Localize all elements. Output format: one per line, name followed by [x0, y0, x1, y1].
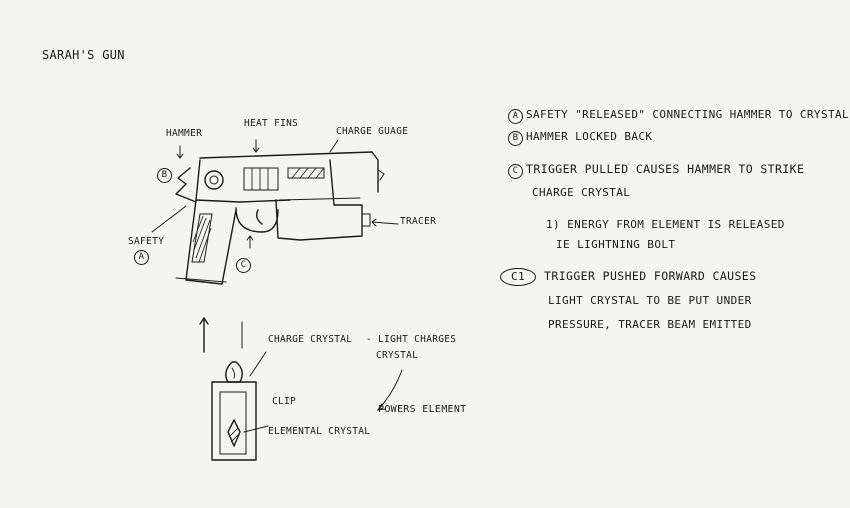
- label-powers-element: POWERS ELEMENT: [378, 404, 467, 415]
- label-tracer: TRACER: [400, 216, 437, 227]
- heat-fins-part: [243, 167, 279, 191]
- gun-drawing: [175, 151, 385, 285]
- note-c1-cont-1: LIGHT CRYSTAL TO BE PUT UNDER: [548, 294, 752, 307]
- note-marker-b: B: [508, 131, 523, 146]
- note-c-cont: CHARGE CRYSTAL: [532, 186, 631, 199]
- trigger-guard: [235, 207, 279, 233]
- label-safety: SAFETY: [128, 236, 165, 247]
- note-text: HAMMER LOCKED BACK: [526, 130, 653, 143]
- grip-panel: [191, 213, 213, 263]
- label-clip: CLIP: [272, 396, 297, 407]
- hammer-part: [175, 167, 197, 203]
- label-hammer: HAMMER: [166, 128, 203, 139]
- note-marker-c1: C1: [500, 268, 537, 286]
- gun-slide: [199, 151, 379, 193]
- label-light-charges-2: CRYSTAL: [376, 350, 419, 361]
- trigger: [255, 209, 263, 225]
- gun-grip: [185, 199, 237, 285]
- label-charge-crystal: CHARGE CRYSTAL: [268, 334, 353, 345]
- note-c1-cont-2: PRESSURE, TRACER BEAM EMITTED: [548, 318, 752, 331]
- note-marker-a: A: [508, 109, 523, 124]
- note-c-sub-1: 1) ENERGY FROM ELEMENT IS RELEASED: [546, 218, 785, 231]
- badge-b: B: [157, 168, 172, 183]
- badge-c: C: [236, 258, 251, 273]
- insert-arrow: [199, 317, 209, 353]
- label-charge-gauge: CHARGE GUAGE: [336, 126, 409, 137]
- note-text: TRIGGER PULLED CAUSES HAMMER TO STRIKE: [526, 162, 805, 176]
- note-text: SAFETY "RELEASED" CONNECTING HAMMER TO C…: [526, 108, 850, 121]
- note-text: TRIGGER PUSHED FORWARD CAUSES: [544, 269, 757, 283]
- charge-crystal-part: [225, 361, 243, 383]
- charge-gauge-part: [287, 167, 325, 179]
- note-c1: C1 TRIGGER PUSHED FORWARD CAUSES: [500, 268, 756, 286]
- page-title: SARAH'S GUN: [42, 48, 125, 62]
- badge-a: A: [134, 250, 149, 265]
- label-heat-fins: HEAT FINS: [244, 118, 299, 129]
- gun-frame: [195, 159, 291, 203]
- label-light-charges-1: - LIGHT CHARGES: [366, 334, 457, 345]
- elemental-crystal-part: [227, 419, 241, 447]
- tracer-part: [361, 213, 371, 227]
- label-elemental-crystal: ELEMENTAL CRYSTAL: [268, 426, 371, 437]
- gun-front-housing: [275, 159, 363, 241]
- clip-drawing: [211, 361, 257, 461]
- safety-cylinder: [204, 170, 224, 190]
- note-c-sub-2: IE LIGHTNING BOLT: [556, 238, 676, 251]
- note-marker-c: C: [508, 164, 523, 179]
